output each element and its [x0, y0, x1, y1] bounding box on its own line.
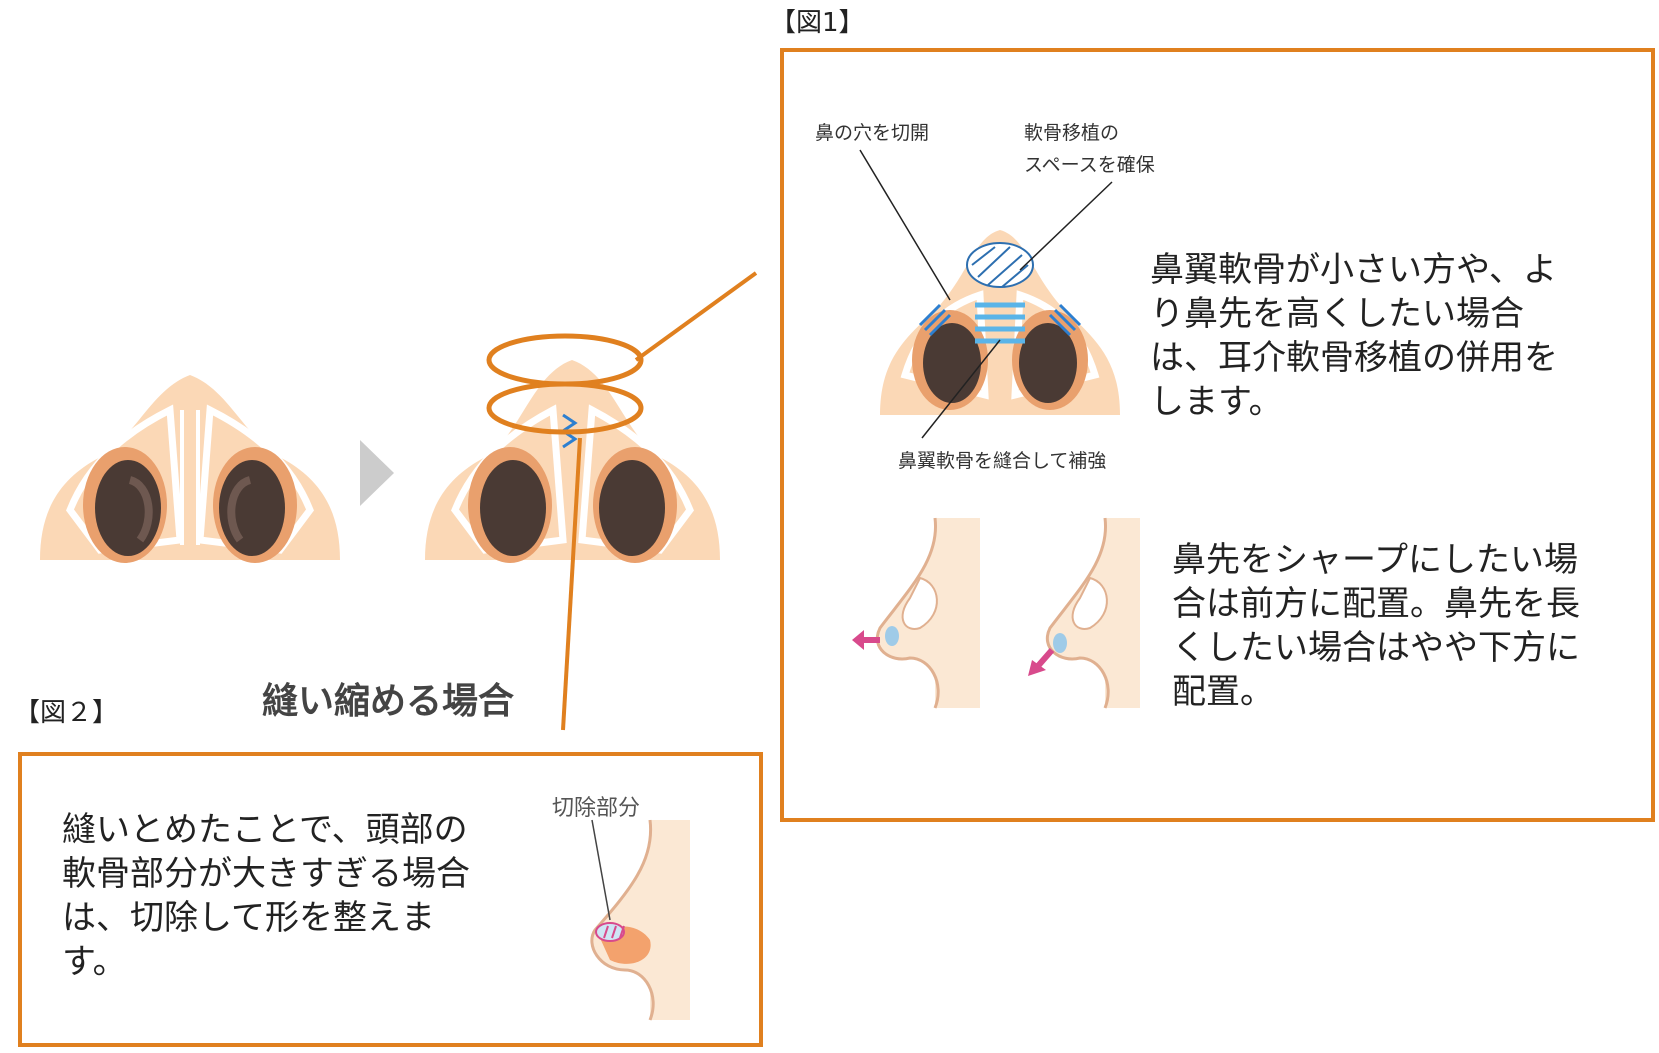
- fig1-tag: 【図1】: [770, 8, 865, 38]
- label-suture: 鼻翼軟骨を縫合して補強: [898, 450, 1107, 472]
- nose-before-illustration: [40, 375, 340, 563]
- fig1-text-bottom: 鼻先をシャープにしたい場合は前方に配置。鼻先を長くしたい場合はやや下方に配置。: [1172, 540, 1580, 712]
- tip-highlight-rings: [486, 333, 644, 435]
- arrow-right-icon: [360, 440, 394, 506]
- label-space-line2: スペースを確保: [1024, 154, 1155, 176]
- fig1-text-top: 鼻翼軟骨が小さい方や、より鼻先を高くしたい場合は、耳介軟骨移植の併用をします。: [1150, 250, 1558, 422]
- profile-cut-illustration: [590, 819, 690, 1021]
- nose-after-illustration: [425, 360, 720, 563]
- fig2-tag: 【図２】: [14, 698, 119, 728]
- fig1-frame: [780, 48, 1655, 822]
- fig2-text: 縫いとめたことで、頭部の軟骨部分が大きすぎる場合は、切除して形を整えます。: [62, 810, 470, 982]
- label-space-line1: 軟骨移植の: [1024, 122, 1120, 144]
- label-incision: 鼻の穴を切開: [815, 122, 930, 144]
- profile-forward-illustration: [852, 517, 980, 709]
- fig2-heading: 縫い縮める場合: [262, 681, 515, 722]
- profile-downward-illustration: [1028, 517, 1140, 709]
- label-cut: 切除部分: [552, 796, 641, 821]
